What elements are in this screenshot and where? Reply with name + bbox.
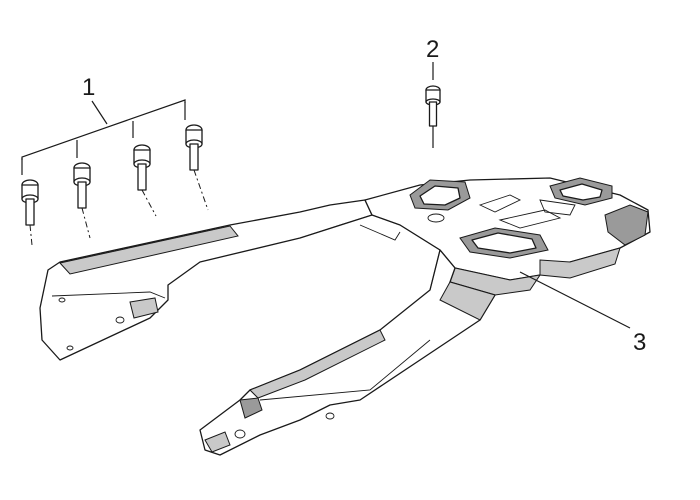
callout-1-group: 1: [21, 74, 186, 175]
callout-2-number: 2: [426, 36, 439, 63]
callout-2-group: 2: [426, 36, 439, 80]
bolt-icon: [425, 85, 441, 148]
callout-3-group: 3: [519, 271, 646, 356]
rear-carrier-frame: [39, 177, 651, 456]
frame-left-arm: [39, 199, 373, 361]
callout-1-leader: [91, 100, 108, 125]
callout-1-number: 1: [82, 74, 95, 101]
callout-1-bracket: [21, 99, 186, 160]
bolt-icon: [133, 144, 157, 217]
bolt-icon: [21, 179, 39, 246]
callout-3-leader: [519, 271, 631, 329]
bolt-icon: [73, 162, 91, 239]
callout-3-number: 3: [633, 329, 646, 356]
bolt-icon: [185, 124, 209, 211]
rack-slot: [604, 204, 649, 246]
